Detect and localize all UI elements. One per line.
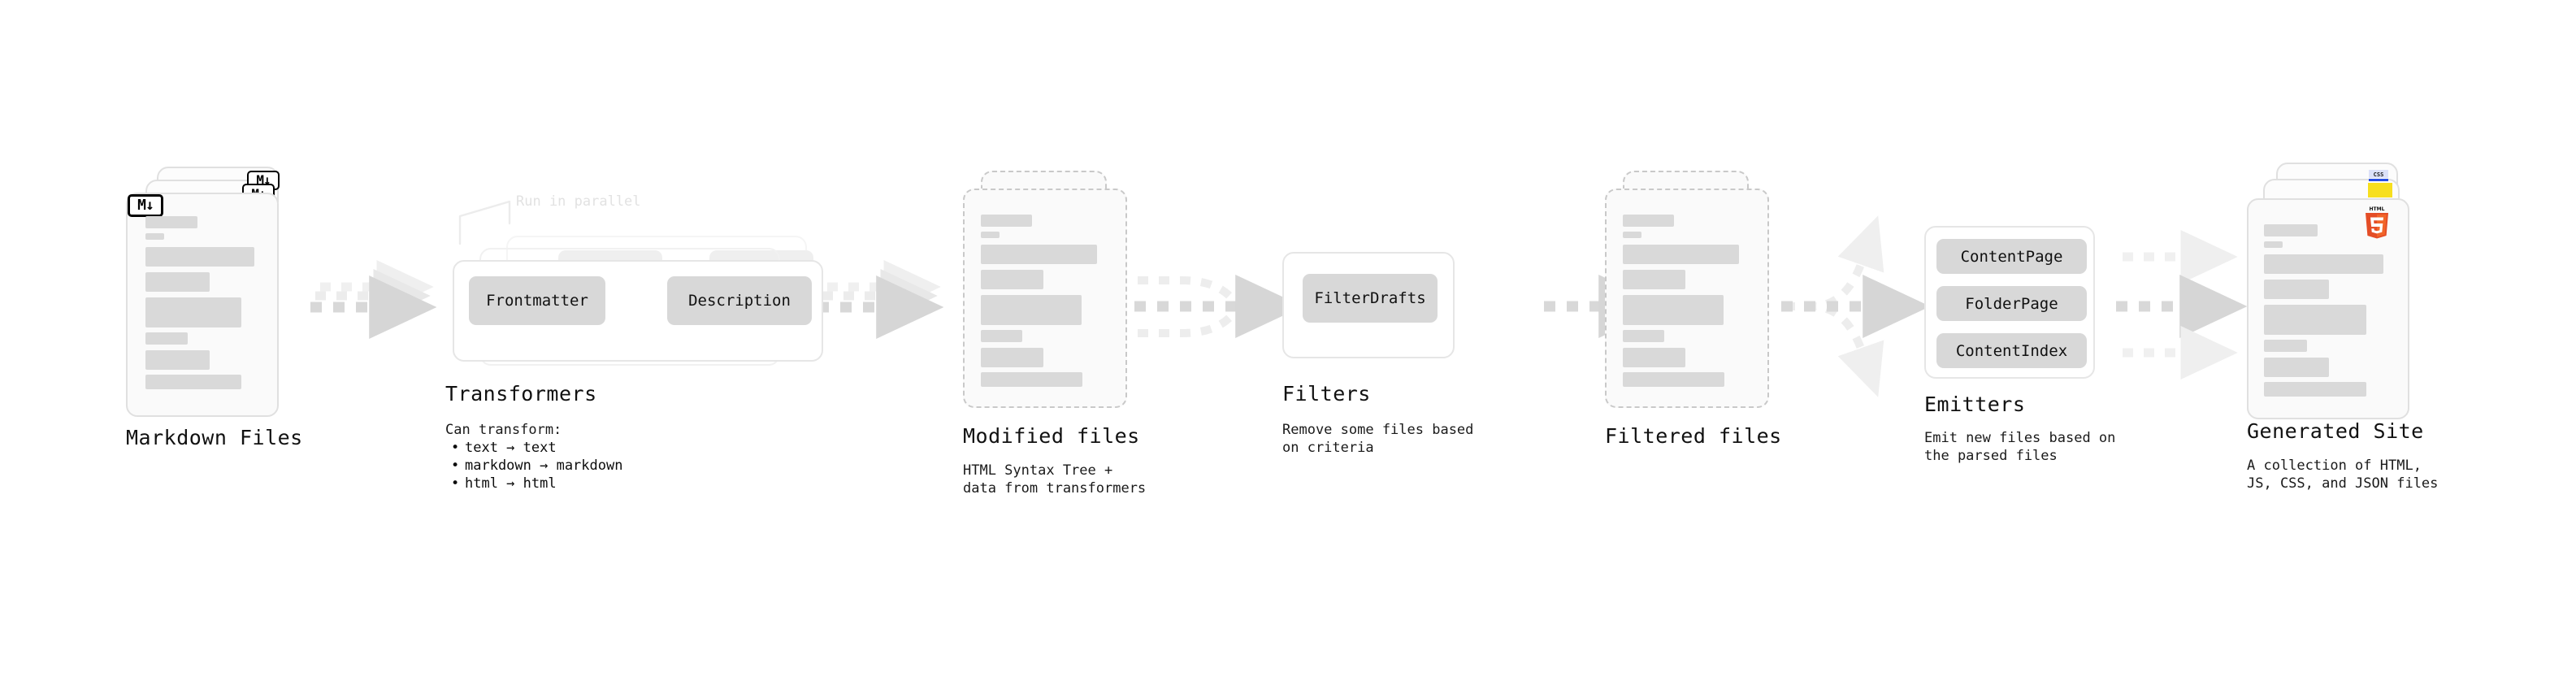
list-item: • markdown → markdown [451, 458, 623, 474]
stage-title-transformers: Transformers [445, 382, 597, 406]
html5-logo-svg: HTML [2366, 206, 2388, 239]
connector-modified-to-filters [1134, 275, 1303, 338]
skeleton-line [981, 295, 1082, 325]
stage-transformers: Run in parallel Frontmatter Description [443, 193, 825, 366]
bullet-text: html → html [465, 475, 557, 492]
skeleton-line [145, 233, 164, 240]
connector-md-to-transformers [310, 260, 437, 339]
stage-filters-box: FilterDrafts [1282, 252, 1455, 358]
run-in-parallel-bracket [458, 200, 511, 245]
skeleton-line [1623, 348, 1685, 367]
skeleton-line [981, 245, 1097, 264]
skeleton-line [2264, 241, 2283, 248]
chip-content-page[interactable]: ContentPage [1936, 239, 2087, 274]
stage-title-generated-site: Generated Site [2247, 419, 2424, 443]
stage-subtitle-transformers: Can transform: [445, 422, 562, 438]
skeleton-line [145, 332, 188, 345]
svg-text:CSS: CSS [2374, 171, 2384, 178]
connector-filtered-to-emitters [1781, 215, 1931, 397]
skeleton-line [1623, 232, 1641, 238]
stage-title-filtered-files: Filtered files [1605, 424, 1782, 448]
stage-modified-files [963, 171, 1150, 431]
skeleton-line [2264, 340, 2307, 352]
stage-subtitle-emitters: Emit new files based on the parsed files [1924, 430, 2116, 464]
skeleton-line [2264, 254, 2383, 274]
skeleton-line [2264, 382, 2366, 397]
js-logo-icon [2368, 183, 2392, 197]
stage-subtitle-filters: Remove some files based on criteria [1282, 422, 1474, 456]
skeleton-line [981, 348, 1043, 367]
chip-filter-drafts[interactable]: FilterDrafts [1303, 274, 1438, 323]
markdown-logo-icon: M↓ [128, 194, 163, 217]
skeleton-line [1623, 215, 1674, 227]
stage-emitters-box: ContentPage FolderPage ContentIndex [1924, 226, 2095, 379]
stage-title-emitters: Emitters [1924, 393, 2026, 416]
skeleton-line [1623, 295, 1724, 325]
skeleton-line [145, 216, 197, 228]
skeleton-line [145, 272, 210, 292]
skeleton-line [2264, 305, 2366, 335]
list-item: • html → html [451, 475, 557, 492]
skeleton-line [981, 232, 1000, 238]
svg-text:HTML: HTML [2370, 206, 2385, 212]
skeleton-line [981, 215, 1032, 227]
filtered-card-front [1605, 189, 1769, 408]
site-card-front-html: HTML [2247, 198, 2409, 419]
stage-title-modified-files: Modified files [963, 424, 1140, 448]
skeleton-line [145, 350, 210, 370]
stage-title-filters: Filters [1282, 382, 1371, 406]
skeleton-line [981, 330, 1022, 342]
list-item: • text → text [451, 440, 557, 456]
transformer-bullet-list: • text → text • markdown → markdown • ht… [445, 439, 622, 492]
skeleton-line [1623, 372, 1724, 387]
stage-subtitle-modified-files: HTML Syntax Tree + data from transformer… [963, 462, 1147, 497]
run-in-parallel-label: Run in parallel [516, 193, 641, 210]
skeleton-line [1623, 245, 1739, 264]
chip-frontmatter[interactable]: Frontmatter [469, 276, 605, 325]
stage-generated-site: CSS HTML [2247, 163, 2450, 431]
stage-filtered-files [1605, 171, 1792, 431]
connector-emitters-to-site [2116, 230, 2248, 380]
modified-card-front [963, 189, 1127, 408]
bullet-text: text → text [465, 440, 557, 456]
chip-description[interactable]: Description [667, 276, 812, 325]
css-logo-icon: CSS [2367, 169, 2390, 182]
html5-logo-icon: HTML [2361, 205, 2392, 239]
transformer-box-front: Frontmatter Description [453, 260, 823, 362]
chip-folder-page[interactable]: FolderPage [1936, 286, 2087, 321]
skeleton-line [981, 372, 1082, 387]
skeleton-line [1623, 330, 1664, 342]
skeleton-line [1623, 270, 1685, 289]
connector-transformers-to-modified [817, 260, 944, 339]
skeleton-line [2264, 224, 2318, 236]
skeleton-line [2264, 280, 2329, 299]
skeleton-line [145, 297, 241, 327]
skeleton-line [145, 247, 254, 267]
markdown-card-front: M↓ [126, 193, 279, 417]
css-logo-svg: CSS [2369, 170, 2388, 181]
bullet-text: markdown → markdown [465, 458, 623, 474]
stage-markdown-files: M↓ M↓ M↓ [126, 167, 321, 435]
stage-subtitle-generated-site: A collection of HTML, JS, CSS, and JSON … [2247, 458, 2439, 492]
skeleton-line [145, 375, 241, 389]
stage-title-markdown-files: Markdown Files [126, 426, 303, 449]
skeleton-line [2264, 358, 2329, 377]
skeleton-line [981, 270, 1043, 289]
chip-content-index[interactable]: ContentIndex [1936, 333, 2087, 368]
